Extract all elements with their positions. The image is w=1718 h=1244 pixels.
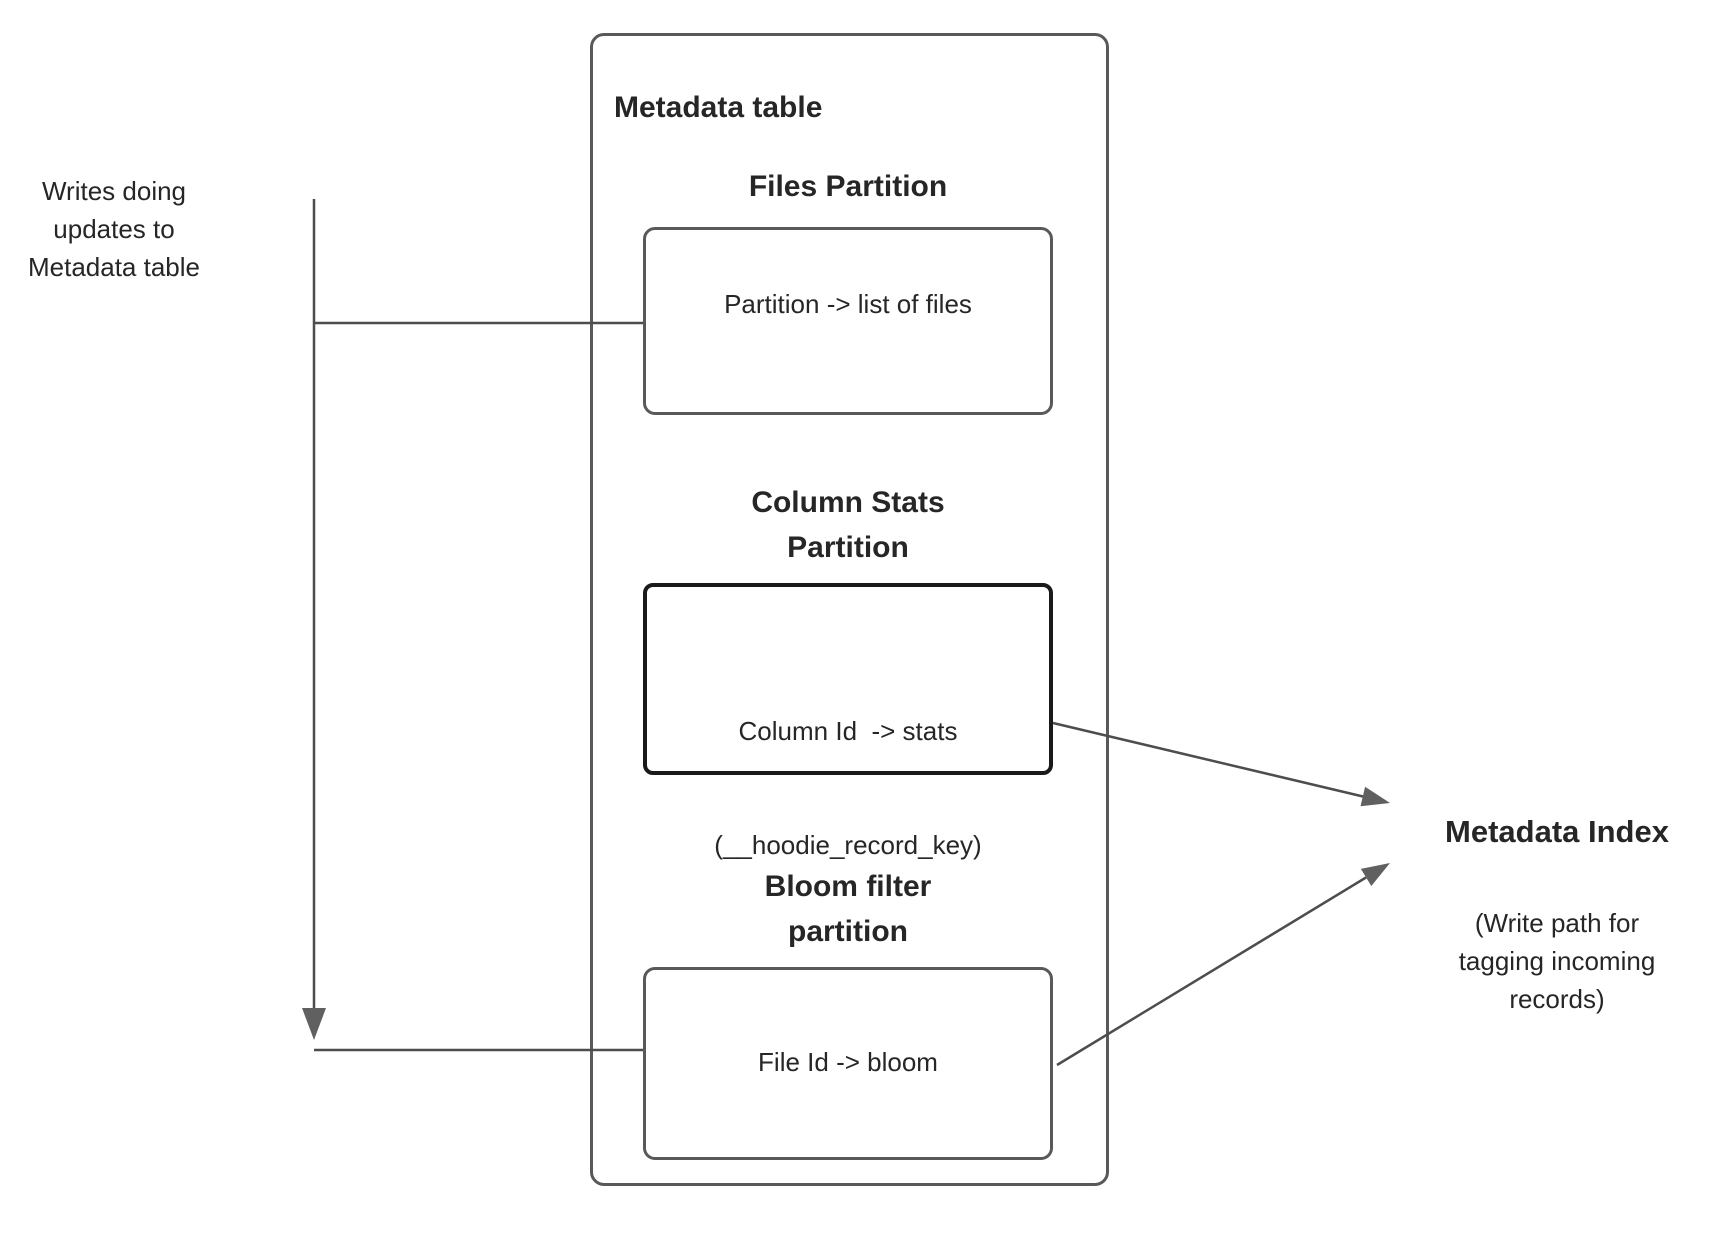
column-stats-body: Column Id -> stats (__hoodie_record_key) bbox=[647, 636, 1049, 940]
column-stats-heading-line: Partition bbox=[787, 531, 909, 564]
bloom-filter-box: File Id -> bloom bbox=[643, 967, 1053, 1160]
arrowhead-right-down-icon bbox=[1360, 786, 1390, 807]
column-stats-body-line: (__hoodie_record_key) bbox=[714, 830, 982, 860]
writes-note-line: updates to bbox=[53, 214, 175, 244]
metadata-index-title: Metadata Index bbox=[1445, 814, 1669, 849]
column-stats-heading: Column Stats Partition bbox=[643, 480, 1053, 570]
files-partition-body: Partition -> list of files bbox=[724, 289, 972, 319]
arrowhead-right-up-icon bbox=[1360, 863, 1390, 886]
writes-note: Writes doing updates to Metadata table bbox=[8, 172, 220, 286]
writes-note-line: Writes doing bbox=[41, 176, 187, 206]
bloom-filter-heading: Bloom filter partition bbox=[643, 864, 1053, 954]
arrowhead-down-icon bbox=[302, 1008, 326, 1040]
metadata-index-subtitle: (Write path for tagging incoming records… bbox=[1386, 904, 1718, 1018]
column-stats-heading-line: Column Stats bbox=[751, 486, 945, 519]
bloom-filter-heading-line: partition bbox=[788, 915, 908, 948]
bloom-filter-heading-line: Bloom filter bbox=[764, 870, 932, 903]
writes-note-line: Metadata table bbox=[27, 252, 200, 282]
metadata-index-subtitle-line: (Write path for bbox=[1474, 908, 1640, 938]
metadata-index-subtitle-line: tagging incoming bbox=[1458, 946, 1656, 976]
bloom-filter-body: File Id -> bloom bbox=[758, 1047, 938, 1077]
metadata-table-title: Metadata table bbox=[614, 91, 823, 124]
metadata-table-box bbox=[590, 33, 1109, 1186]
files-partition-heading: Files Partition bbox=[748, 170, 948, 203]
metadata-index-subtitle-line: records) bbox=[1509, 984, 1605, 1014]
column-stats-body-line: Column Id -> stats bbox=[738, 716, 958, 746]
column-stats-box: Column Id -> stats (__hoodie_record_key) bbox=[643, 583, 1053, 860]
files-partition-box: Partition -> list of files bbox=[643, 227, 1053, 415]
